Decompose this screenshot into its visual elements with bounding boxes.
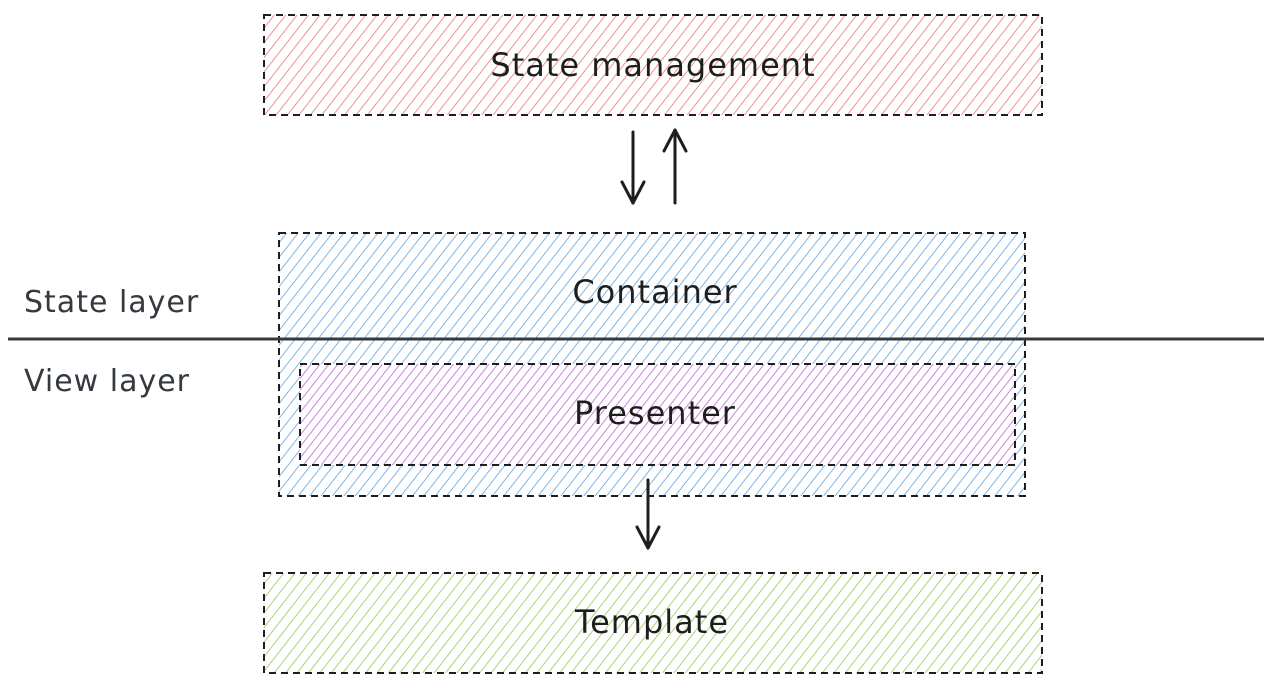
presenter-label: Presenter xyxy=(574,394,736,432)
container-border xyxy=(278,232,1026,497)
state-layer-label: State layer xyxy=(24,285,199,320)
template-hatch xyxy=(264,573,1042,673)
state-management-box: State management xyxy=(263,14,1043,116)
down-arrow-icon xyxy=(620,130,646,205)
presenter-box: Presenter xyxy=(299,363,1016,466)
view-layer-label: View layer xyxy=(24,364,190,399)
template-box: Template xyxy=(263,572,1043,674)
up-arrow-icon xyxy=(662,128,688,205)
down-arrow-icon xyxy=(635,478,661,550)
state-management-hatch xyxy=(264,15,1042,115)
state-management-label: State management xyxy=(490,46,815,84)
presenter-hatch xyxy=(300,364,1015,465)
state-management-border xyxy=(263,14,1043,116)
template-label: Template xyxy=(574,603,729,641)
template-border xyxy=(263,572,1043,674)
container-label: Container xyxy=(572,273,737,311)
